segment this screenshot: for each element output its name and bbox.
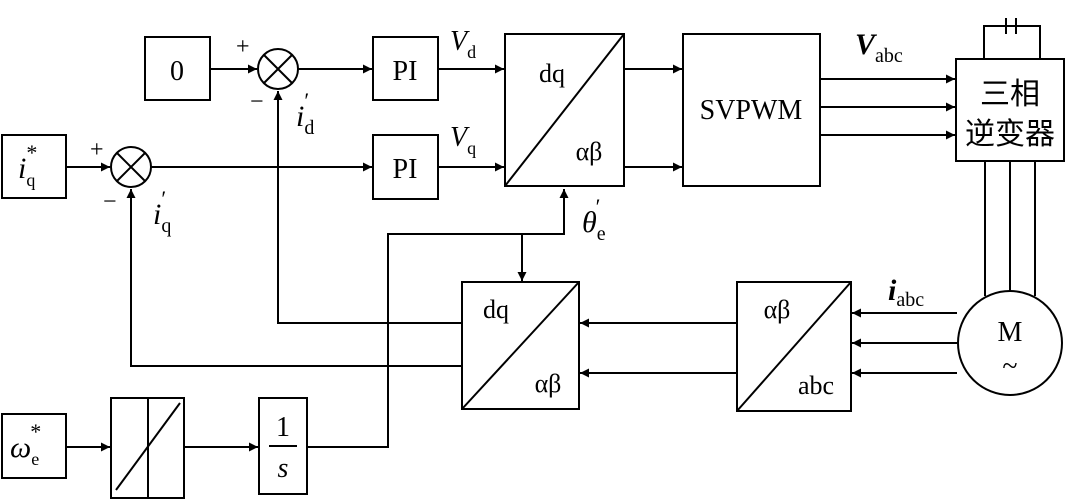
we-reference-block [1,413,67,479]
inverse-park-ab-label: αβ [576,137,603,166]
zero-reference-block [144,36,211,101]
inverse-park-dq-label: dq [539,59,565,88]
sum-d-plus-sign: + [236,34,250,60]
zero-reference-label: 0 [170,56,184,87]
pi-d-label: PI [393,56,418,87]
wire-theta-to-inverse-park [307,189,569,448]
sum-d-minus-sign: − [250,89,264,115]
pi-q-label: PI [393,154,418,185]
theta-label: θe′ [582,194,606,245]
inverter-block [955,58,1065,162]
iq-feedback-label: iq′ [153,186,171,237]
ramp-block [110,397,185,499]
wire-iq-feedback [126,189,461,367]
clarke-abc-label: abc [798,371,834,400]
park-diagonal [461,281,580,410]
motor-label: M [998,317,1023,348]
wire-phases-to-motor [984,161,1036,296]
inverter-label-2: 逆变器 [965,118,1055,151]
pi-controller-d [372,36,439,101]
iq-reference-label: iq* [18,140,37,190]
svpwm-block [682,33,821,187]
iabc-label: iabc [888,274,924,311]
sum-junction-d [257,48,299,90]
sum-junction-q [110,146,152,188]
sum-q-plus-sign: + [90,137,104,163]
wire-dc-link [983,25,1041,59]
capacitor-symbol [1005,18,1017,34]
clarke-diagonal [736,281,852,412]
inverter-label-1: 三相 [980,78,1040,111]
wire-id-feedback [273,91,461,324]
park-ab-label: αβ [535,369,562,398]
vabc-label: Vabc [855,28,903,67]
sum-q-minus-sign: − [103,189,117,215]
integrator-denominator: s [278,453,289,484]
vd-label: Vd [450,26,476,62]
id-feedback-label: id′ [296,88,314,139]
motor-tilde: ~ [1002,351,1017,382]
vq-label: Vq [450,122,476,158]
pi-controller-q [372,134,439,200]
park-dq-label: dq [483,295,509,324]
iq-reference-block [1,134,67,199]
svpwm-label: SVPWM [700,95,803,126]
we-reference-label: ωe* [10,419,41,469]
motor-symbol [957,290,1063,396]
clarke-ab-label: αβ [764,295,791,324]
inverse-park-diagonal [504,33,625,187]
integrator-numerator: 1 [276,412,290,443]
